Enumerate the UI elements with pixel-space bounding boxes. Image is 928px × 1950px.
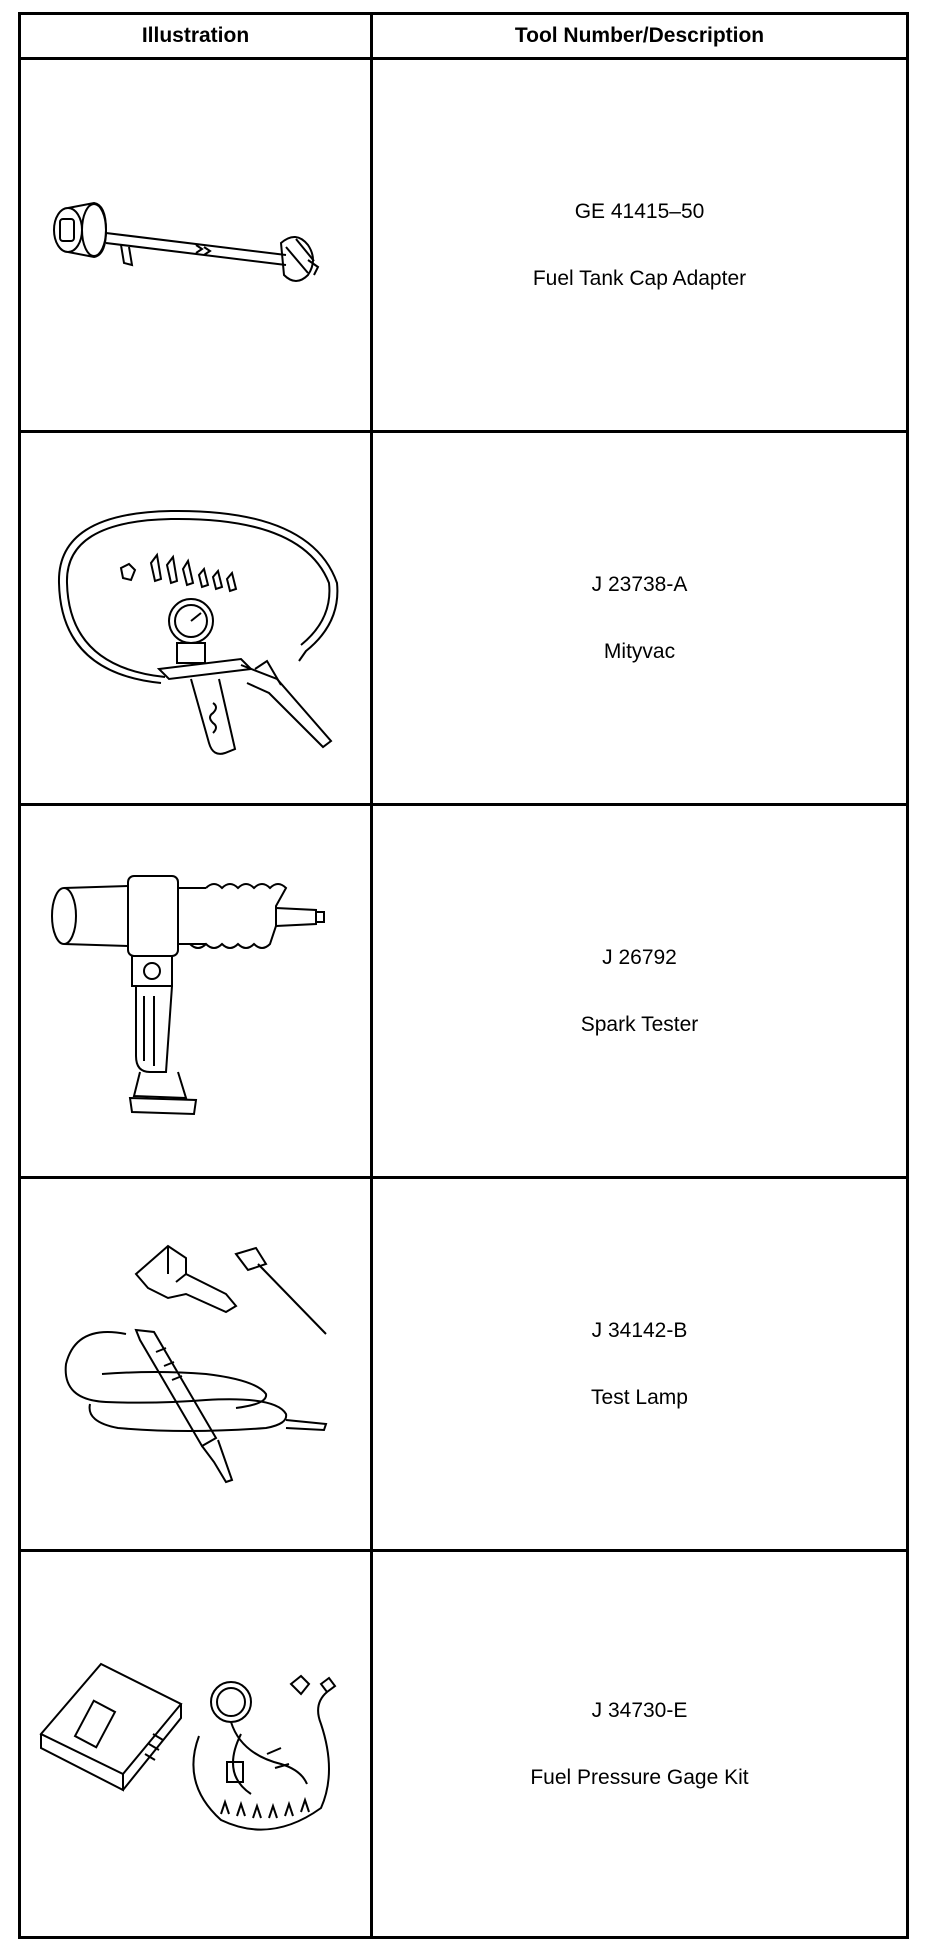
tool-number: J 34730-E [591,1699,688,1722]
table-row: J 26792 Spark Tester [21,806,906,1179]
tool-name: Test Lamp [591,1386,688,1409]
table-row: GE 41415–50 Fuel Tank Cap Adapter [21,60,906,433]
test-lamp-illustration [21,1179,370,1549]
fuel-tank-cap-adapter-illustration [21,60,370,430]
tool-description-cell: J 34730-E Fuel Pressure Gage Kit [373,1552,906,1936]
spark-tester-illustration [21,806,370,1176]
table-header: Illustration Tool Number/Description [21,15,906,60]
tool-number: J 26792 [602,946,677,969]
tool-number: GE 41415–50 [574,200,705,223]
header-tool-description: Tool Number/Description [514,24,765,47]
table-row: J 34730-E Fuel Pressure Gage Kit [21,1552,906,1936]
mityvac-vacuum-pump-illustration [21,433,370,803]
fuel-pressure-gage-kit-illustration [21,1552,370,1936]
tool-name: Fuel Tank Cap Adapter [532,267,747,290]
tool-description-cell: J 34142-B Test Lamp [373,1179,906,1549]
tool-name: Fuel Pressure Gage Kit [530,1766,749,1789]
tool-name: Spark Tester [580,1013,699,1036]
tool-name: Mityvac [603,640,676,663]
tool-description-cell: J 26792 Spark Tester [373,806,906,1176]
table-row: J 34142-B Test Lamp [21,1179,906,1552]
tool-number: J 23738-A [591,573,688,596]
tool-number: J 34142-B [591,1319,688,1342]
header-illustration: Illustration [141,24,250,47]
tools-table: Illustration Tool Number/Description GE … [18,12,909,1939]
column-divider [370,15,373,1936]
tool-description-cell: GE 41415–50 Fuel Tank Cap Adapter [373,60,906,430]
table-row: J 23738-A Mityvac [21,433,906,806]
tool-description-cell: J 23738-A Mityvac [373,433,906,803]
